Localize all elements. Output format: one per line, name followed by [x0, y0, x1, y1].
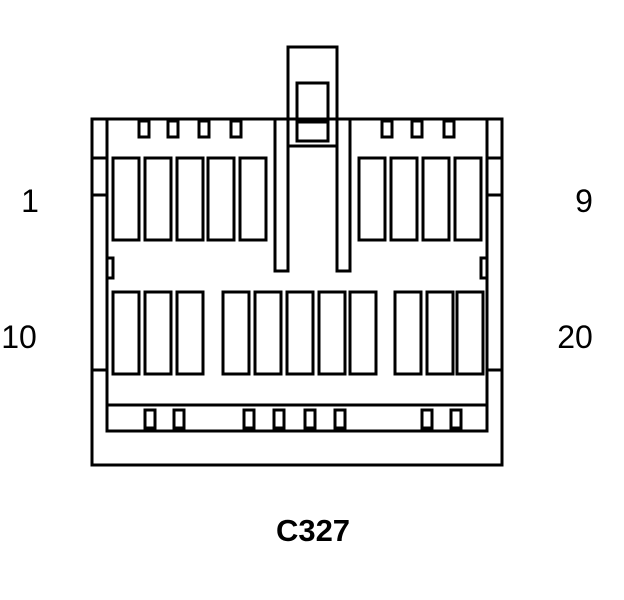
pin-cavity: [393, 290, 423, 376]
top-key-slots: [137, 119, 456, 139]
latch-window: [295, 81, 330, 143]
divider-post-right: [335, 117, 352, 273]
inner-body: [105, 117, 489, 433]
pin-cavity: [348, 290, 378, 376]
pin-cavity: [453, 156, 483, 242]
bottom-key-slots: [143, 408, 463, 430]
pin-label-10: 10: [1, 319, 37, 355]
pin-cavity: [357, 156, 387, 242]
key-slot: [197, 119, 211, 139]
key-slot: [449, 408, 463, 430]
pin-cavity: [111, 290, 141, 376]
key-slot: [410, 119, 424, 139]
key-slot: [143, 408, 157, 430]
key-slot: [420, 408, 434, 430]
pin-label-20: 20: [557, 319, 593, 355]
key-slot: [229, 119, 243, 139]
latch-outer: [286, 45, 339, 148]
pin-cavity: [143, 290, 173, 376]
bottom-row-cavities: [111, 290, 485, 376]
key-slot: [166, 119, 180, 139]
divider-post-left: [273, 117, 290, 273]
pin-label-1: 1: [21, 183, 39, 219]
pin-cavity: [238, 156, 268, 242]
pin-cavity: [175, 290, 205, 376]
key-slot: [380, 119, 394, 139]
pin-cavity: [143, 156, 173, 242]
key-slot: [333, 408, 347, 430]
pin-cavity: [389, 156, 419, 242]
pin-cavity: [425, 290, 455, 376]
pin-cavity: [175, 156, 205, 242]
connector-name: C327: [276, 513, 350, 548]
pin-cavity: [111, 156, 141, 242]
key-slot: [272, 408, 286, 430]
key-slot: [242, 408, 256, 430]
pin-cavity: [206, 156, 236, 242]
side-notch: [105, 256, 115, 280]
key-slot: [172, 408, 186, 430]
side-notch: [479, 256, 489, 280]
pin-cavity: [421, 156, 451, 242]
pin-cavity: [285, 290, 315, 376]
pin-cavity: [455, 290, 485, 376]
key-slot: [303, 408, 317, 430]
locking-latch: [273, 45, 352, 273]
pin-label-9: 9: [575, 183, 593, 219]
pin-cavity: [221, 290, 251, 376]
key-slot: [137, 119, 151, 139]
pin-cavity: [253, 290, 283, 376]
pin-cavity: [317, 290, 347, 376]
key-slot: [442, 119, 456, 139]
top-row-cavities: [111, 156, 483, 242]
